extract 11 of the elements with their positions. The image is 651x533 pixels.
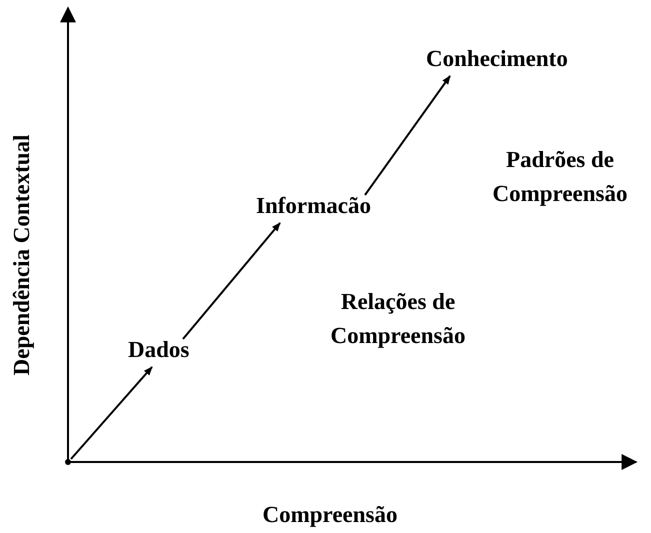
arrow xyxy=(364,75,451,196)
region-label: Padrões de Compreensão xyxy=(491,146,628,208)
arrow xyxy=(70,366,153,460)
arrow xyxy=(182,222,281,340)
text-label: Dados xyxy=(128,337,190,363)
origin-point xyxy=(65,459,71,465)
axis-title: Dependência Contextual xyxy=(9,134,35,376)
text-label: Informacão xyxy=(256,193,371,219)
axis-title: Compreensão xyxy=(261,502,398,528)
text-label: Conhecimento xyxy=(426,46,568,72)
region-label: Relações de Compreensão xyxy=(329,288,466,350)
